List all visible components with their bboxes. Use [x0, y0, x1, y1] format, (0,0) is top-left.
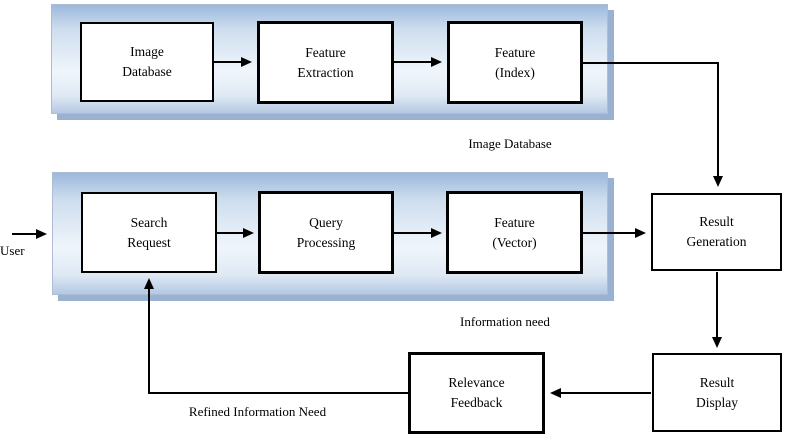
top-panel-caption: Image Database: [468, 136, 552, 151]
connector-feedback-to-search: [144, 278, 408, 394]
feature-extraction-box: Feature Extraction: [257, 21, 394, 104]
result-display-label: Result Display: [696, 374, 738, 410]
search-request-box: Search Request: [81, 192, 217, 273]
query-processing-box: Query Processing: [258, 191, 394, 274]
feature-vector-box: Feature (Vector): [446, 191, 583, 274]
feature-index-label: Feature (Index): [494, 44, 536, 80]
user-label: User: [0, 243, 25, 258]
result-display-box: Result Display: [652, 353, 782, 432]
search-request-label: Search Request: [127, 214, 171, 250]
bottom-panel-caption: Information need: [460, 314, 550, 329]
result-generation-box: Result Generation: [651, 193, 782, 271]
relevance-feedback-box: Relevance Feedback: [408, 352, 545, 434]
feature-extraction-label: Feature Extraction: [297, 44, 354, 80]
feature-index-box: Feature (Index): [447, 21, 583, 104]
relevance-feedback-label: Relevance Feedback: [448, 375, 505, 410]
image-database-box: Image Database: [80, 22, 214, 102]
result-generation-label: Result Generation: [686, 214, 747, 249]
query-processing-label: Query Processing: [296, 214, 356, 250]
image-database-label: Image Database: [122, 44, 172, 79]
feature-vector-label: Feature (Vector): [492, 214, 537, 250]
connector-index-to-result-generation: [583, 62, 723, 187]
feedback-path-label: Refined Information Need: [188, 404, 327, 419]
